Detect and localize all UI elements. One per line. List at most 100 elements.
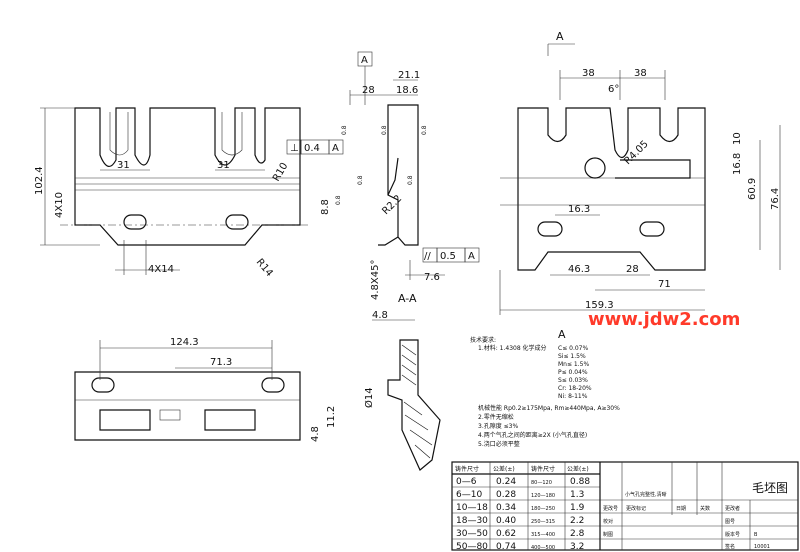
tol-front-sym: ⊥ xyxy=(290,143,299,154)
svg-text:10—18: 10—18 xyxy=(456,503,488,513)
dim-16: 16.8 xyxy=(732,153,743,175)
svg-text:关数: 关数 xyxy=(700,505,710,512)
svg-text:制图: 制图 xyxy=(603,531,613,538)
svg-text:0—6: 0—6 xyxy=(456,477,477,487)
dim-w-total: 21.1 xyxy=(398,70,420,81)
svg-text:50—80: 50—80 xyxy=(456,542,488,552)
svg-text:更改标记: 更改标记 xyxy=(626,505,646,512)
svg-text:0.8: 0.8 xyxy=(421,125,428,135)
svg-text:小气孔完整性,清晰: 小气孔完整性,清晰 xyxy=(625,491,667,498)
dim-bottom-48: 4.8 xyxy=(310,426,321,442)
notes-line2: 2.零件无缩松 xyxy=(478,413,514,421)
svg-text:30—50: 30—50 xyxy=(456,529,488,539)
svg-text:铸件尺寸: 铸件尺寸 xyxy=(531,465,555,473)
svg-text:Si≤ 1.5%: Si≤ 1.5% xyxy=(558,353,586,360)
dim-dia14: Ø14 xyxy=(363,387,375,408)
dim-163: 16.3 xyxy=(568,204,590,215)
notes-line1: 1.材料: 1.4308 化学成分 xyxy=(478,344,547,352)
svg-text:2.8: 2.8 xyxy=(570,529,585,539)
dim-angle: 6° xyxy=(608,84,619,95)
svg-text:更改号: 更改号 xyxy=(603,505,618,512)
dim-hole-dia: 4X10 xyxy=(54,192,65,218)
drawing-name: 毛坯图 xyxy=(752,481,788,495)
svg-text:0.74: 0.74 xyxy=(496,542,516,552)
svg-text:校对: 校对 xyxy=(603,518,613,525)
front-view: 102.4 4X10 31 31 R10 R14 4X14 ⊥ 0.4 A xyxy=(34,107,344,279)
dim-t2: 7.6 xyxy=(424,272,440,283)
tol-side-sym: // xyxy=(424,251,431,262)
svg-text:0.24: 0.24 xyxy=(496,477,516,487)
svg-text:0.8: 0.8 xyxy=(357,175,364,185)
svg-text:2.2: 2.2 xyxy=(570,516,584,526)
dim-hole-w: 4X14 xyxy=(148,264,174,275)
svg-text:公差(±): 公差(±) xyxy=(493,465,515,473)
dim-w1: 28 xyxy=(362,85,375,96)
svg-text:铸件尺寸: 铸件尺寸 xyxy=(455,465,479,473)
svg-text:0.8: 0.8 xyxy=(381,125,388,135)
svg-text:120—180: 120—180 xyxy=(531,493,555,499)
dim-w2: 18.6 xyxy=(396,85,418,96)
svg-text:Mn≤ 1.5%: Mn≤ 1.5% xyxy=(558,361,589,368)
dim-764: 76.4 xyxy=(770,188,781,210)
svg-text:更改者: 更改者 xyxy=(725,505,740,512)
dim-slot-w1: 31 xyxy=(117,160,130,171)
svg-text:0.28: 0.28 xyxy=(496,490,516,500)
dim-463: 46.3 xyxy=(568,264,590,275)
dim-28: 28 xyxy=(626,264,639,275)
svg-text:B: B xyxy=(754,532,758,538)
svg-text:公差(±): 公差(±) xyxy=(567,465,589,473)
dim-chamfer: 4.8X45° xyxy=(370,260,381,300)
svg-text:0.62: 0.62 xyxy=(496,529,516,539)
dim-713: 71.3 xyxy=(210,357,232,368)
notes-line3: 3.孔隙度 ≤3% xyxy=(478,422,518,430)
svg-text:10001: 10001 xyxy=(754,544,770,550)
svg-text:0.8: 0.8 xyxy=(407,175,414,185)
dim-r-top: R10 xyxy=(271,161,290,184)
svg-text:Cr: 18-20%: Cr: 18-20% xyxy=(558,385,592,392)
dim-71: 71 xyxy=(658,279,671,290)
tol-side-datum: A xyxy=(468,251,475,262)
svg-text:80—120: 80—120 xyxy=(531,480,552,486)
svg-text:0.8: 0.8 xyxy=(335,195,342,205)
bottom-view: 124.3 71.3 4.8 11.2 xyxy=(74,337,337,442)
section-title: A-A xyxy=(398,292,417,305)
svg-text:C≤ 0.07%: C≤ 0.07% xyxy=(558,345,588,352)
dim-1593: 159.3 xyxy=(585,300,614,311)
dim-r-bottom: R14 xyxy=(254,257,275,279)
datum-box: A xyxy=(361,55,368,66)
tol-front-value: 0.4 xyxy=(304,143,320,154)
dim-slot-w2: 31 xyxy=(217,160,230,171)
dim-t1: 8.8 xyxy=(320,199,331,215)
svg-text:6—10: 6—10 xyxy=(456,490,482,500)
svg-text:签名: 签名 xyxy=(725,543,735,550)
dim-38b: 38 xyxy=(634,68,647,79)
notes-line5: 5.浇口必须平整 xyxy=(478,440,520,448)
dim-38a: 38 xyxy=(582,68,595,79)
dim-609: 60.9 xyxy=(747,178,758,200)
svg-text:0.8: 0.8 xyxy=(341,125,348,135)
dim-r: R2.2 xyxy=(380,193,404,217)
svg-text:日期: 日期 xyxy=(676,506,686,512)
dim-10: 10 xyxy=(732,132,743,145)
svg-text:0.34: 0.34 xyxy=(496,503,516,513)
technical-notes: 技术要求: 1.材料: 1.4308 化学成分 C≤ 0.07% Si≤ 1.5… xyxy=(470,336,620,448)
svg-text:Ni: 8-11%: Ni: 8-11% xyxy=(558,393,588,400)
tolerance-table: 铸件尺寸 公差(±) 铸件尺寸 公差(±) 0—6 0.24 80—120 0.… xyxy=(451,461,799,552)
svg-text:315—400: 315—400 xyxy=(531,532,555,538)
notes-title: 技术要求: xyxy=(470,336,496,344)
section-label-a-bottom: A xyxy=(558,328,566,341)
svg-text:250—315: 250—315 xyxy=(531,519,555,525)
tol-side-value: 0.5 xyxy=(440,251,456,262)
svg-text:版本号: 版本号 xyxy=(725,531,740,538)
side-view: A 21.1 28 18.6 0.8 0.8 0.8 0.8 0.8 0.8 8… xyxy=(320,51,480,300)
section-view: A-A 4.8 Ø14 xyxy=(363,292,441,471)
dim-sec-48: 4.8 xyxy=(372,310,388,321)
svg-text:18—30: 18—30 xyxy=(456,516,488,526)
svg-text:0.88: 0.88 xyxy=(570,477,590,487)
notes-mech: 机械性能 Rp0.2≥175Mpa, Rm≥440Mpa, A≥30% xyxy=(478,404,620,412)
svg-text:1.3: 1.3 xyxy=(570,490,584,500)
section-label-a-top: A xyxy=(556,30,564,43)
notes-line4: 4.两个气孔之间的距离≥2X (小气孔直径) xyxy=(478,431,587,439)
